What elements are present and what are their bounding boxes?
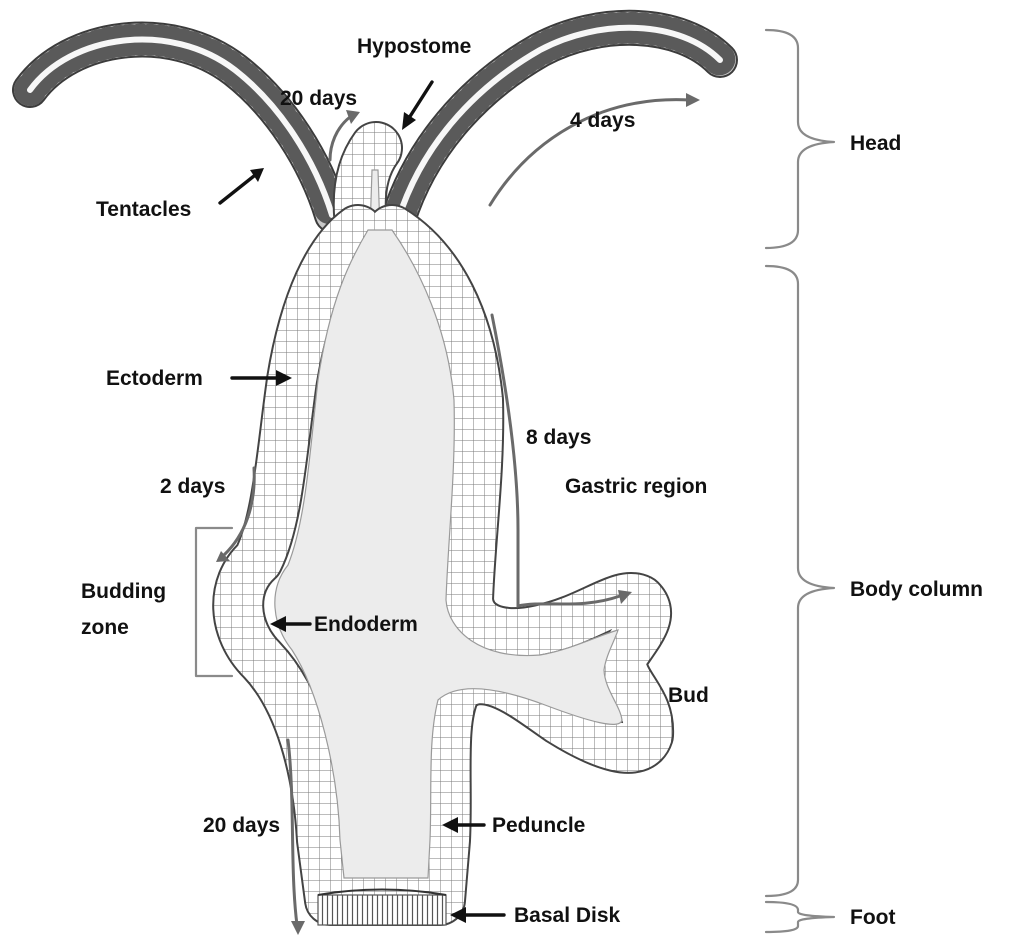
body-column-region-label: Body column bbox=[850, 578, 983, 601]
peduncle-label: Peduncle bbox=[492, 814, 585, 837]
foot-region-label: Foot bbox=[850, 906, 895, 929]
peduncle-duration: 20 days bbox=[203, 814, 280, 837]
gastric-region-label: Gastric region bbox=[565, 475, 707, 498]
body-column-brace bbox=[766, 266, 834, 896]
tentacles-pointer-arrow bbox=[220, 176, 254, 203]
budding-zone-label-line1: Budding bbox=[81, 580, 166, 603]
budding-duration: 2 days bbox=[160, 475, 225, 498]
head-region-label: Head bbox=[850, 132, 901, 155]
foot-brace bbox=[766, 902, 834, 932]
basal-disk bbox=[318, 895, 446, 925]
hypostome-pointer-arrow bbox=[409, 82, 432, 118]
ectoderm-label: Ectoderm bbox=[106, 367, 203, 390]
hypostome-duration: 20 days bbox=[280, 87, 357, 110]
head-brace bbox=[766, 30, 834, 248]
budding-zone-label-line2: zone bbox=[81, 616, 129, 639]
hypostome-label: Hypostome bbox=[357, 35, 471, 58]
endoderm-label: Endoderm bbox=[314, 613, 418, 636]
gastric-duration: 8 days bbox=[526, 426, 591, 449]
basal-disk-label: Basal Disk bbox=[514, 904, 621, 927]
tentacles-label: Tentacles bbox=[96, 198, 191, 221]
bud-label: Bud bbox=[668, 684, 709, 707]
tentacles-duration: 4 days bbox=[570, 109, 635, 132]
gastric-migration-arrow bbox=[492, 315, 620, 606]
